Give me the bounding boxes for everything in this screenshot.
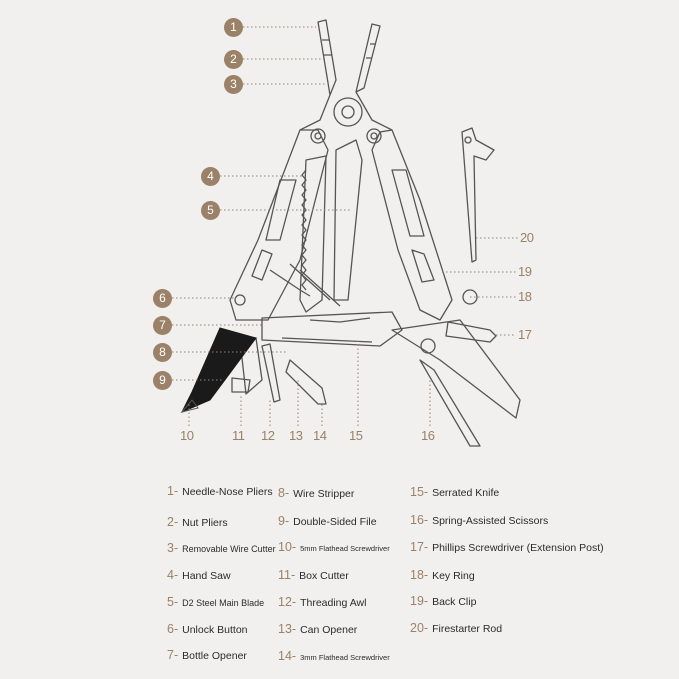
callout-18: 18 xyxy=(518,289,532,304)
legend-item-20: 20-Firestarter Rod xyxy=(410,621,503,635)
serrated-knife xyxy=(261,311,403,347)
hand-saw xyxy=(299,155,327,313)
callout-8: 8 xyxy=(153,343,172,362)
callout-17: 17 xyxy=(518,327,532,342)
legend-item-9: 9-Double-Sided File xyxy=(278,514,377,528)
key-ring-shape xyxy=(462,289,478,305)
legend-item-1: 1-Needle-Nose Pliers xyxy=(167,484,273,498)
double-sided-file xyxy=(180,327,257,413)
unlock-button-shape xyxy=(234,294,246,306)
legend-item-8: 8-Wire Stripper xyxy=(278,486,355,500)
multitool-illustration xyxy=(172,19,521,447)
legend-item-5: 5-D2 Steel Main Blade xyxy=(167,595,265,609)
legend-item-7: 7-Bottle Opener xyxy=(167,648,247,662)
callout-11: 11 xyxy=(232,428,245,443)
legend-item-18: 18-Key Ring xyxy=(410,568,475,582)
callout-5: 5 xyxy=(201,201,220,220)
legend-item-6: 6-Unlock Button xyxy=(167,622,248,636)
legend-item-15: 15-Serrated Knife xyxy=(410,485,500,499)
callout-20: 20 xyxy=(520,230,534,245)
multitool-diagram: 1 2 3 4 5 6 7 8 9 10 11 12 13 14 15 16 1… xyxy=(153,18,534,447)
legend-item-13: 13-Can Opener xyxy=(278,622,358,636)
main-blade xyxy=(333,139,363,301)
callout-12: 12 xyxy=(261,428,275,443)
legend-item-11: 11-Box Cutter xyxy=(278,568,349,582)
legend-item-2: 2-Nut Pliers xyxy=(167,515,228,529)
legend-item-16: 16-Spring-Assisted Scissors xyxy=(410,513,549,527)
callout-19: 19 xyxy=(518,264,532,279)
legend-item-19: 19-Back Clip xyxy=(410,594,477,608)
callout-7: 7 xyxy=(153,316,172,335)
scissors-blade-lower xyxy=(419,359,481,447)
legend-item-10: 10-5mm Flathead Screwdriver xyxy=(278,540,390,554)
callout-9: 9 xyxy=(153,371,172,390)
phillips-screwdriver xyxy=(445,321,497,343)
callout-10: 10 xyxy=(180,428,194,443)
legend-item-3: 3-Removable Wire Cutter xyxy=(167,541,276,555)
callout-3: 3 xyxy=(224,75,243,94)
pliers-pivot xyxy=(333,97,363,127)
callout-16: 16 xyxy=(421,428,435,443)
callout-4: 4 xyxy=(201,167,220,186)
right-handle xyxy=(371,129,453,321)
legend-item-17: 17-Phillips Screwdriver (Extension Post) xyxy=(410,540,604,554)
firestarter-rod xyxy=(461,127,495,263)
needle-nose-jaw-right xyxy=(355,23,381,93)
legend-item-4: 4-Hand Saw xyxy=(167,568,231,582)
callout-13: 13 xyxy=(289,428,303,443)
callout-1: 1 xyxy=(224,18,243,37)
legend-item-12: 12-Threading Awl xyxy=(278,595,367,609)
legend-item-14: 14-3mm Flathead Screwdriver xyxy=(278,649,390,663)
scissors-pivot xyxy=(420,338,436,354)
callout-15: 15 xyxy=(349,428,363,443)
callout-14: 14 xyxy=(313,428,327,443)
parts-legend: 1-Needle-Nose Pliers 2-Nut Pliers 3-Remo… xyxy=(0,478,679,678)
callout-2: 2 xyxy=(224,50,243,69)
callout-6: 6 xyxy=(153,289,172,308)
needle-nose-jaw-left xyxy=(317,19,337,96)
